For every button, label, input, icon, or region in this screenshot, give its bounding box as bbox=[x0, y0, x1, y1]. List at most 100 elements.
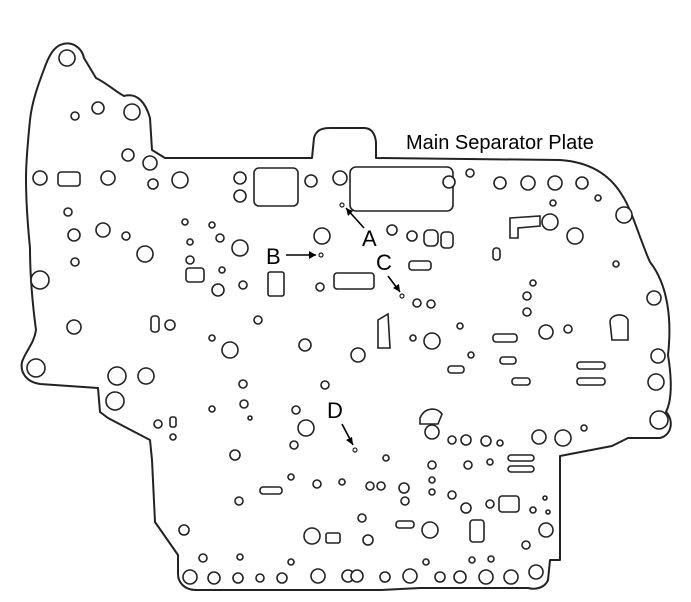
hole bbox=[310, 568, 326, 584]
hole bbox=[32, 170, 48, 186]
slot bbox=[576, 361, 606, 370]
hole bbox=[412, 298, 422, 308]
hole bbox=[453, 570, 467, 584]
hole bbox=[304, 174, 318, 188]
hole bbox=[428, 488, 436, 496]
hole bbox=[100, 170, 116, 186]
hole bbox=[136, 245, 154, 263]
hole bbox=[545, 509, 551, 515]
slot bbox=[253, 167, 299, 207]
slot bbox=[499, 356, 517, 365]
hole bbox=[67, 228, 81, 242]
hole bbox=[468, 556, 476, 564]
hole bbox=[207, 571, 221, 585]
slot bbox=[150, 315, 160, 333]
hole bbox=[646, 290, 662, 306]
hole bbox=[233, 171, 247, 185]
hole bbox=[465, 168, 475, 178]
hole bbox=[447, 490, 457, 500]
hole bbox=[239, 399, 249, 409]
hole bbox=[137, 367, 155, 385]
hole bbox=[520, 175, 536, 191]
hole bbox=[232, 572, 244, 584]
hole bbox=[615, 206, 633, 224]
hole bbox=[186, 238, 194, 246]
hole bbox=[229, 449, 241, 461]
hole bbox=[291, 405, 301, 415]
hole bbox=[63, 207, 73, 217]
hole bbox=[647, 373, 665, 391]
hole bbox=[350, 347, 366, 363]
hole bbox=[467, 351, 475, 359]
hole bbox=[123, 103, 141, 121]
hole bbox=[547, 175, 563, 191]
slot bbox=[169, 416, 177, 428]
hole bbox=[121, 148, 135, 162]
plate-outline bbox=[20, 42, 672, 591]
arrowhead bbox=[346, 208, 353, 216]
arrowhead bbox=[346, 437, 353, 445]
hole bbox=[580, 424, 588, 432]
callout-a-target bbox=[339, 202, 345, 208]
hole bbox=[398, 482, 410, 494]
hole bbox=[423, 332, 441, 350]
hole bbox=[58, 49, 76, 67]
callout-c-target bbox=[399, 293, 405, 299]
hole bbox=[538, 522, 554, 538]
hole bbox=[298, 338, 312, 352]
hole bbox=[554, 429, 572, 447]
hole bbox=[362, 534, 374, 546]
hole bbox=[233, 189, 247, 203]
hole bbox=[218, 266, 226, 274]
hole bbox=[287, 473, 295, 481]
hole bbox=[496, 439, 504, 447]
hole bbox=[400, 496, 410, 506]
hole bbox=[421, 521, 439, 539]
hole bbox=[594, 194, 602, 202]
hole bbox=[95, 222, 111, 238]
hole bbox=[338, 478, 346, 486]
hole bbox=[171, 171, 189, 189]
hole bbox=[70, 111, 80, 121]
hole bbox=[185, 255, 195, 265]
hole bbox=[350, 569, 364, 583]
hole bbox=[522, 291, 532, 301]
slot bbox=[267, 271, 285, 297]
hole bbox=[107, 366, 127, 386]
hole bbox=[208, 334, 216, 342]
slot bbox=[333, 272, 375, 290]
hole bbox=[531, 429, 547, 445]
hole bbox=[215, 233, 225, 243]
hole bbox=[460, 502, 472, 514]
hole bbox=[332, 170, 348, 186]
hole bbox=[255, 573, 265, 583]
hole bbox=[198, 553, 208, 563]
hole bbox=[386, 224, 398, 236]
hole bbox=[486, 458, 494, 466]
hole bbox=[66, 319, 82, 335]
slot bbox=[507, 465, 535, 473]
slot bbox=[408, 260, 432, 271]
slot bbox=[259, 486, 283, 495]
hole bbox=[493, 176, 507, 190]
hole bbox=[428, 476, 436, 484]
slot bbox=[185, 267, 205, 283]
hole bbox=[529, 279, 537, 287]
hole bbox=[382, 454, 390, 462]
hole bbox=[121, 231, 131, 241]
hole bbox=[238, 280, 248, 290]
hole bbox=[234, 496, 244, 506]
slot bbox=[349, 166, 454, 212]
slot bbox=[492, 247, 501, 261]
hole bbox=[427, 460, 437, 470]
hole bbox=[236, 553, 244, 561]
hole bbox=[566, 227, 584, 245]
hole bbox=[478, 569, 494, 585]
slot bbox=[509, 215, 541, 239]
hole bbox=[528, 564, 544, 580]
callout-b-target bbox=[318, 252, 324, 258]
diagram-title: Main Separator Plate bbox=[406, 132, 594, 154]
hole bbox=[434, 571, 446, 583]
slot bbox=[325, 532, 341, 544]
hole bbox=[575, 176, 589, 190]
